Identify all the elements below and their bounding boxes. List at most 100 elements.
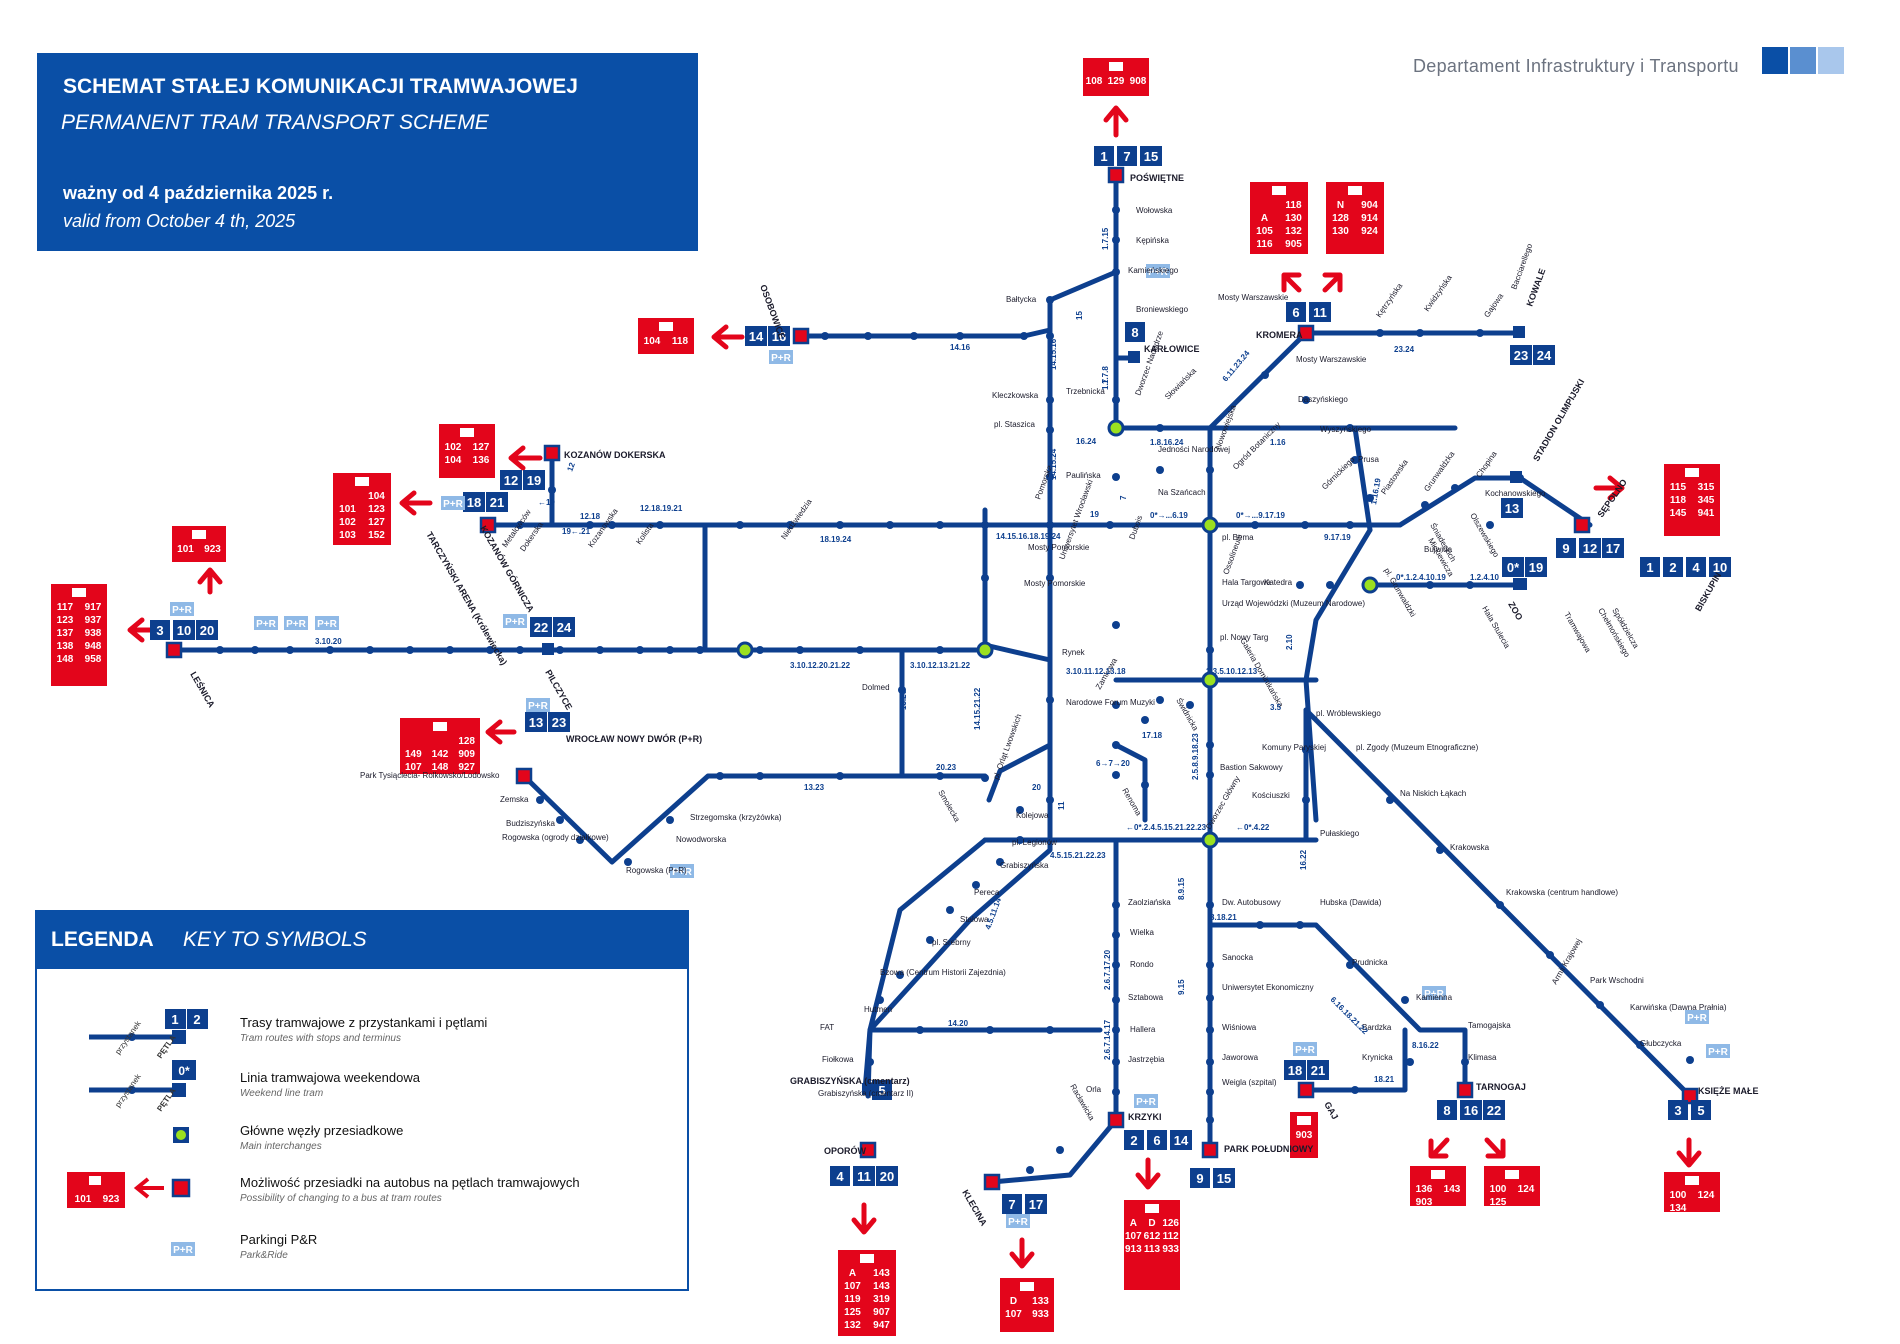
route-box-nowy_dwor-23: 23 — [548, 712, 570, 732]
segment-label: 14.15.21.22 — [973, 687, 982, 730]
park-ride-icon: P+R — [1706, 1044, 1730, 1058]
bus-line-number: 107 — [844, 1281, 861, 1292]
loop-pilczyce — [542, 643, 554, 655]
stop-label: Nowodworska — [676, 835, 727, 844]
svg-text:P+R: P+R — [505, 617, 526, 628]
segment-label: ←0*.4.22 — [1236, 823, 1270, 832]
loop-lesnica — [165, 641, 183, 659]
stop-label: Grabiszyńska (cmentarz II) — [818, 1089, 914, 1098]
interchange-galeria — [1201, 671, 1219, 689]
park-ride-icon: P+R — [254, 616, 278, 630]
legend-title-english: KEY TO SYMBOLS — [183, 928, 367, 951]
route-number: 0* — [1507, 560, 1520, 575]
stop-label: Broniewskiego — [1136, 305, 1189, 314]
loop-sepolno — [1573, 516, 1591, 534]
route-number: 12 — [504, 473, 518, 488]
stop-label: Stalowa — [960, 915, 989, 924]
segment-label: 19 — [1090, 510, 1099, 519]
stop-label: Jedności Narodowej — [1158, 445, 1230, 454]
interchange-pl-bema — [1201, 516, 1219, 534]
legend-symbols: 1 2 przystanek PĘTLA 0* przystanek PĘTLA… — [67, 1009, 208, 1256]
line-baltycka — [1047, 269, 1119, 341]
stop-label: Na Szańcach — [1158, 488, 1206, 497]
bus-line-number: 948 — [85, 641, 102, 652]
segment-label: 0*.1.2.4.10.19 — [1396, 573, 1446, 582]
route-box-pilczyce-24: 24 — [553, 617, 575, 637]
stop-label: Dw. Autobusowy — [1222, 898, 1281, 907]
valid-date-polish: ważny od 4 października 2025 r. — [63, 183, 334, 203]
bus-line-number: 907 — [873, 1307, 890, 1318]
stop-label: Prudnicka — [1352, 958, 1388, 967]
segment-label: 8.18.21 — [1210, 913, 1237, 922]
bus-line-number: 148 — [432, 762, 449, 773]
route-box-stadion-13: 13 — [1501, 498, 1523, 518]
bus-line-number: 100 — [1670, 1190, 1687, 1201]
svg-text:P+R: P+R — [286, 619, 307, 630]
segment-label: 18.19.24 — [820, 535, 852, 544]
bus-line-number: D — [1010, 1296, 1017, 1307]
segment-label: 20 — [1032, 783, 1041, 792]
svg-text:P+R: P+R — [443, 499, 464, 510]
segment-label: 23.24 — [1394, 345, 1415, 354]
terminus-loops — [165, 166, 1699, 1191]
bus-icon — [433, 722, 447, 731]
stop-label: Zaolziańska — [1128, 898, 1171, 907]
segment-label: 6.11.23.24 — [1221, 348, 1252, 383]
stop-label: Świdnicka — [1174, 697, 1200, 733]
bus-icon — [659, 322, 673, 331]
terminal-label: LEŚNICA — [188, 670, 218, 710]
stop-label: Hallera — [1130, 1025, 1156, 1034]
title-box: SCHEMAT STAŁEJ KOMUNIKACJI TRAMWAJOWEJ P… — [37, 53, 698, 251]
svg-text:P+R: P+R — [1008, 1217, 1029, 1228]
stop-dots — [216, 206, 1694, 1174]
park-ride-icon: P+R — [1685, 1010, 1709, 1024]
stop-label: Bujwida — [1424, 545, 1453, 554]
stop-label: Smolecka — [936, 789, 962, 824]
stop-label: Mosty Warszawskie — [1296, 355, 1367, 364]
legend-item-4-en: Possibility of changing to a bus at tram… — [240, 1193, 442, 1204]
svg-text:P+R: P+R — [1687, 1013, 1708, 1024]
stop-label: pl. Bema — [1222, 533, 1254, 542]
loop-krzyki — [1107, 1111, 1125, 1129]
route-box-tarczynski-21: 21 — [486, 492, 508, 512]
bus-line-number: 128 — [458, 736, 475, 747]
terminal-label: BISKUPIN — [1693, 571, 1723, 613]
legend-item-4: Możliwość przesiadki na autobus na pętla… — [240, 1175, 580, 1190]
route-box-lesnica-20: 20 — [196, 620, 218, 640]
stop-label: Chopina — [1474, 449, 1499, 479]
legend-item-3: Główne węzły przesiadkowe — [240, 1123, 404, 1138]
bus-line-number: 938 — [85, 628, 102, 639]
segment-label: 2.6.7.14.17 — [1103, 1019, 1112, 1060]
route-number: 20 — [200, 623, 214, 638]
route-box-ksieze_male-3: 3 — [1668, 1100, 1688, 1120]
route-box-osobowice-14: 14 — [745, 326, 767, 346]
department-name: Departament Infrastruktury i Transportu — [1413, 56, 1739, 76]
legend-route-2: 2 — [193, 1012, 200, 1027]
terminal-label: KOZANÓW DOKERSKA — [564, 449, 666, 460]
route-number: 12 — [1583, 541, 1597, 556]
bus-line-number: 913 — [1125, 1244, 1142, 1255]
bus-icon — [1431, 1170, 1445, 1179]
line-osobowice — [796, 327, 1053, 339]
route-number: 2 — [1130, 1133, 1137, 1148]
segment-label: ←19 — [538, 498, 555, 507]
bus-icon — [1145, 1204, 1159, 1213]
stop-label: Kościuszki — [1252, 791, 1290, 800]
bus-line-number: 119 — [844, 1294, 861, 1305]
bus-icon — [1348, 186, 1362, 195]
route-number: 8 — [1443, 1103, 1450, 1118]
segment-label: 1.7 — [1101, 378, 1110, 390]
terminal-label: SĘPOLNO — [1595, 477, 1628, 519]
bus-icon — [1505, 1170, 1519, 1179]
route-number: 3 — [1674, 1103, 1681, 1118]
route-box-ksieze_male-5: 5 — [1691, 1100, 1711, 1120]
bus-line-number: 905 — [1285, 239, 1302, 250]
segment-label: 1.2.4.10 — [1470, 573, 1499, 582]
terminal-label: GAJ — [1322, 1100, 1340, 1121]
dept-logo-square-dark — [1762, 47, 1788, 74]
